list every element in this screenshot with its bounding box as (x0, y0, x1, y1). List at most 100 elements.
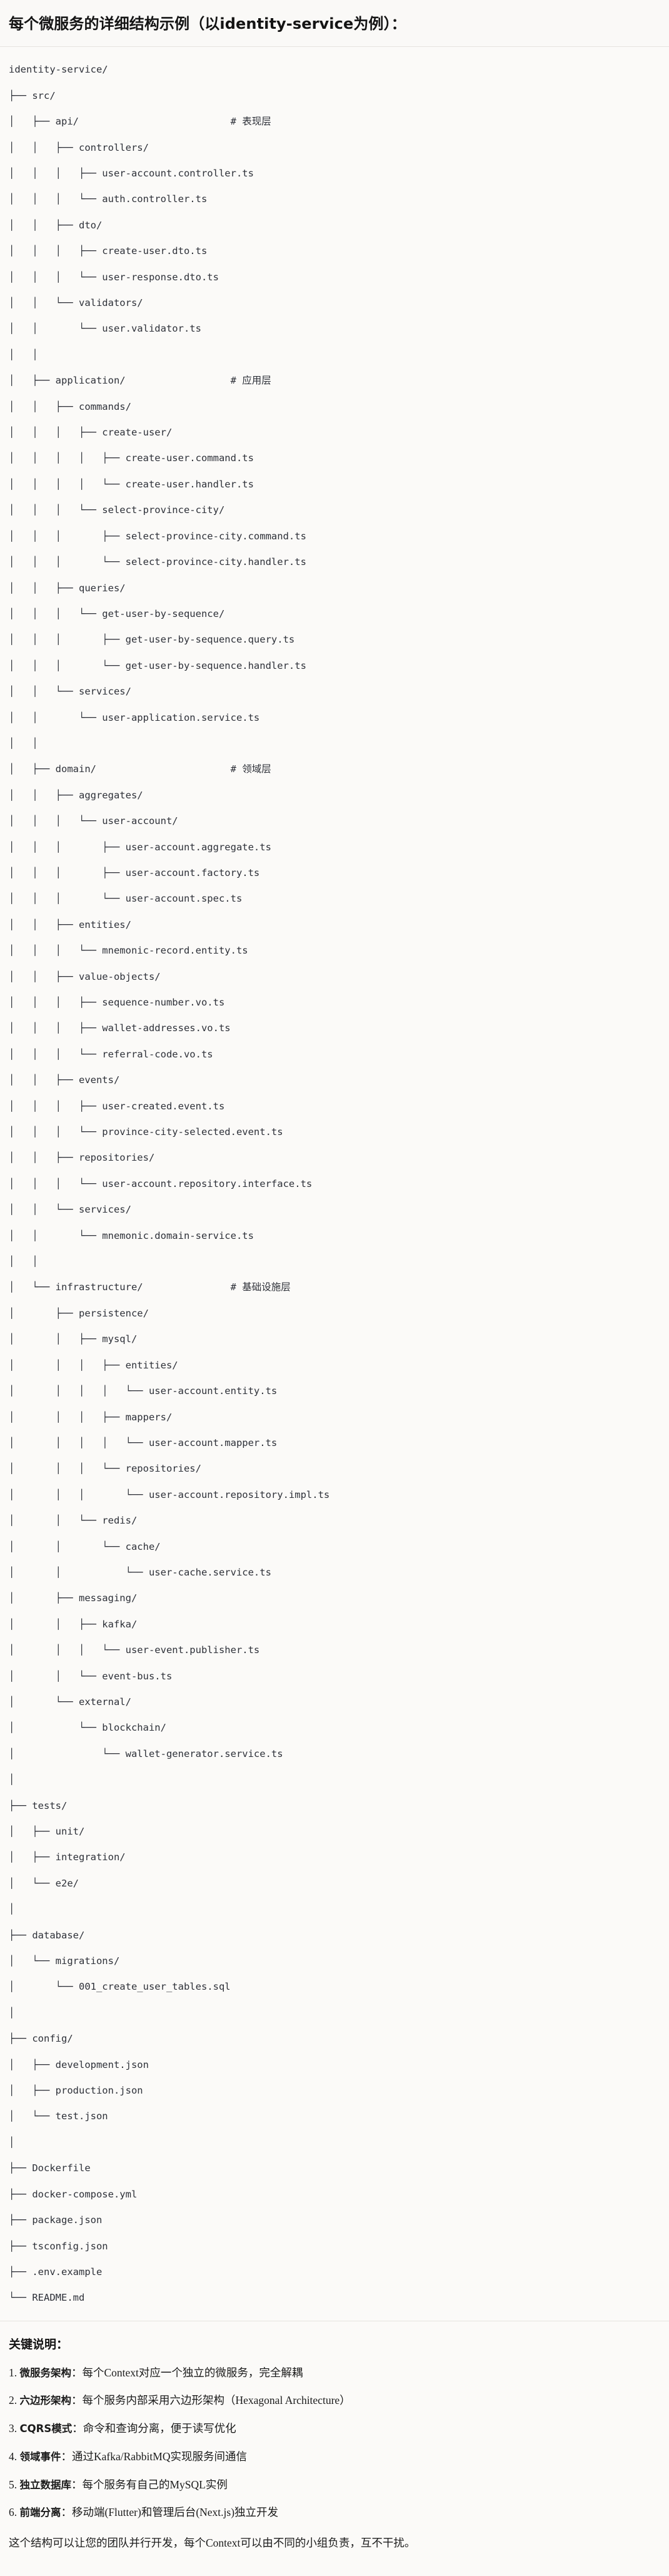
tree-line: │ │ └── services/ (9, 686, 131, 698)
tree-line: │ │ │ └── repositories/ (9, 1463, 201, 1475)
tree-line: │ │ │ └── user-account.repository.interf… (9, 1178, 313, 1189)
tree-line: │ │ ├── value-objects/ (9, 970, 161, 982)
tree-line: │ │ │ └── auth.controller.ts (9, 193, 208, 205)
tree-line: │ │ │ └── get-user-by-sequence/ (9, 608, 225, 619)
tree-line: │ │ │ └── user-event.publisher.ts (9, 1644, 260, 1656)
tree-line: │ │ │ │ └── user-account.entity.ts (9, 1385, 278, 1397)
key-note-item: 6. 前端分离：移动端(Flutter)和管理后台(Next.js)独立开发 (9, 2504, 660, 2521)
tree-line: │ │ │ ├── sequence-number.vo.ts (9, 997, 225, 1009)
tree-line: │ │ (9, 1256, 38, 1268)
key-note-text: 通过Kafka/RabbitMQ实现服务间通信 (72, 2450, 247, 2463)
tree-line: │ │ │ │ └── create-user.handler.ts (9, 478, 254, 490)
tree-line: │ │ │ ├── mappers/ (9, 1411, 173, 1423)
tree-line: │ │ └── validators/ (9, 297, 143, 309)
tree-line: │ │ │ └── select-province-city.handler.t… (9, 556, 306, 568)
tree-line: │ │ │ └── get-user-by-sequence.handler.t… (9, 659, 306, 671)
tree-line: │ │ │ └── user-account/ (9, 815, 178, 827)
tree-line: │ ├── messaging/ (9, 1592, 138, 1604)
directory-tree: identity-service/ ├── src/ │ ├── api/ # … (9, 63, 660, 2304)
tree-line: ├── config/ (9, 2033, 73, 2045)
key-note-separator: ： (71, 2478, 83, 2491)
page-title: 每个微服务的详细结构示例（以identity-service为例）： (9, 15, 406, 33)
heading-block: 每个微服务的详细结构示例（以identity-service为例）： (0, 0, 669, 48)
tree-line: │ │ ├── repositories/ (9, 1152, 155, 1164)
tree-line: │ ├── persistence/ (9, 1307, 149, 1319)
key-note-number: 5. (9, 2478, 20, 2491)
key-note-label: 领域事件 (19, 2450, 61, 2463)
tree-line: │ │ ├── events/ (9, 1074, 120, 1086)
tree-line: │ │ ├── dto/ (9, 219, 103, 231)
key-note-number: 4. (9, 2450, 20, 2463)
tree-line: │ │ │ ├── user-account.factory.ts (9, 867, 260, 878)
key-note-text: 每个Context对应一个独立的微服务，完全解耦 (82, 2366, 303, 2379)
tree-line: │ │ │ ├── get-user-by-sequence.query.ts (9, 634, 295, 646)
tree-line: │ │ ├── aggregates/ (9, 789, 143, 801)
tree-line: │ │ └── mnemonic.domain-service.ts (9, 1229, 254, 1241)
tree-line: ├── src/ (9, 89, 56, 101)
tree-line: │ │ │ └── province-city-selected.event.t… (9, 1126, 283, 1138)
tree-line: │ ├── production.json (9, 2085, 143, 2097)
tree-line-comment: # 应用层 (230, 375, 271, 387)
tree-line: │ │ │ └── user-response.dto.ts (9, 271, 219, 283)
key-note-separator: ： (72, 2422, 83, 2435)
tree-line: │ │ (9, 737, 38, 749)
tree-line: │ └── wallet-generator.service.ts (9, 1748, 283, 1759)
key-note-label: 独立数据库 (19, 2478, 72, 2491)
tree-line-comment: # 领域层 (230, 763, 271, 775)
key-note-separator: ： (71, 2366, 83, 2379)
tree-line: │ ├── application/ # 应用层 (9, 375, 271, 387)
key-note-separator: ： (61, 2506, 73, 2519)
key-note-number: 1. (9, 2366, 20, 2379)
tree-line: │ ├── domain/ # 领域层 (9, 763, 271, 775)
tree-line: │ │ │ ├── entities/ (9, 1359, 178, 1371)
tree-line: ├── Dockerfile (9, 2162, 91, 2174)
tree-line: │ │ │ ├── user-created.event.ts (9, 1100, 225, 1112)
key-note-separator: ： (61, 2450, 73, 2463)
key-note-label: 微服务架构 (19, 2366, 72, 2379)
tree-line: ├── .env.example (9, 2266, 103, 2278)
tree-line: │ │ │ └── mnemonic-record.entity.ts (9, 945, 248, 957)
tree-line: │ └── test.json (9, 2110, 108, 2122)
tree-line: │ └── infrastructure/ # 基础设施层 (9, 1281, 291, 1293)
tree-line: │ │ │ ├── user-account.aggregate.ts (9, 841, 271, 853)
tree-line-comment: # 基础设施层 (230, 1281, 291, 1293)
key-note-text: 每个服务有自己的MySQL实例 (82, 2478, 228, 2491)
tree-line: ├── docker-compose.yml (9, 2188, 138, 2200)
tree-line: │ ├── integration/ (9, 1851, 126, 1863)
tree-line: │ │ │ └── select-province-city/ (9, 504, 225, 516)
tree-line: │ │ └── user-application.service.ts (9, 711, 260, 723)
tree-line: │ ├── development.json (9, 2059, 149, 2070)
tree-line: │ │ │ ├── create-user/ (9, 427, 173, 439)
directory-tree-block: identity-service/ ├── src/ │ ├── api/ # … (0, 47, 669, 2322)
key-note-item: 4. 领域事件：通过Kafka/RabbitMQ实现服务间通信 (9, 2448, 660, 2465)
tree-line: │ │ │ │ └── user-account.mapper.ts (9, 1437, 278, 1448)
tree-line: │ │ ├── queries/ (9, 582, 126, 594)
tree-line: │ │ │ │ ├── create-user.command.ts (9, 452, 254, 464)
tree-line: │ │ (9, 349, 38, 360)
tree-line: │ │ ├── controllers/ (9, 141, 149, 153)
key-note-text: 每个服务内部采用六边形架构（Hexagonal Architecture） (82, 2394, 351, 2407)
key-note-item: 5. 独立数据库：每个服务有自己的MySQL实例 (9, 2477, 660, 2493)
key-note-text: 移动端(Flutter)和管理后台(Next.js)独立开发 (72, 2506, 279, 2519)
key-note-label: 六边形架构 (19, 2395, 72, 2407)
tree-line: │ ├── unit/ (9, 1826, 85, 1838)
tree-line: ├── package.json (9, 2214, 103, 2226)
key-note-number: 3. (9, 2422, 20, 2435)
key-note-label: CQRS模式 (19, 2423, 73, 2435)
tree-line: │ └── external/ (9, 1696, 131, 1708)
key-note-separator: ： (71, 2394, 83, 2407)
tree-line: │ │ ├── kafka/ (9, 1618, 138, 1630)
tree-line: │ (9, 1903, 15, 1915)
tree-line: │ │ └── cache/ (9, 1540, 161, 1552)
tree-line: ├── tests/ (9, 1800, 68, 1811)
tree-line: │ │ └── redis/ (9, 1515, 138, 1527)
key-note-label: 前端分离 (19, 2507, 61, 2519)
tree-line: └── README.md (9, 2292, 85, 2304)
tree-line: │ │ └── user-cache.service.ts (9, 1566, 271, 1578)
tree-line: │ │ │ └── user-account.spec.ts (9, 893, 243, 905)
tree-line: │ │ ├── mysql/ (9, 1333, 138, 1345)
tree-line: ├── tsconfig.json (9, 2240, 108, 2252)
